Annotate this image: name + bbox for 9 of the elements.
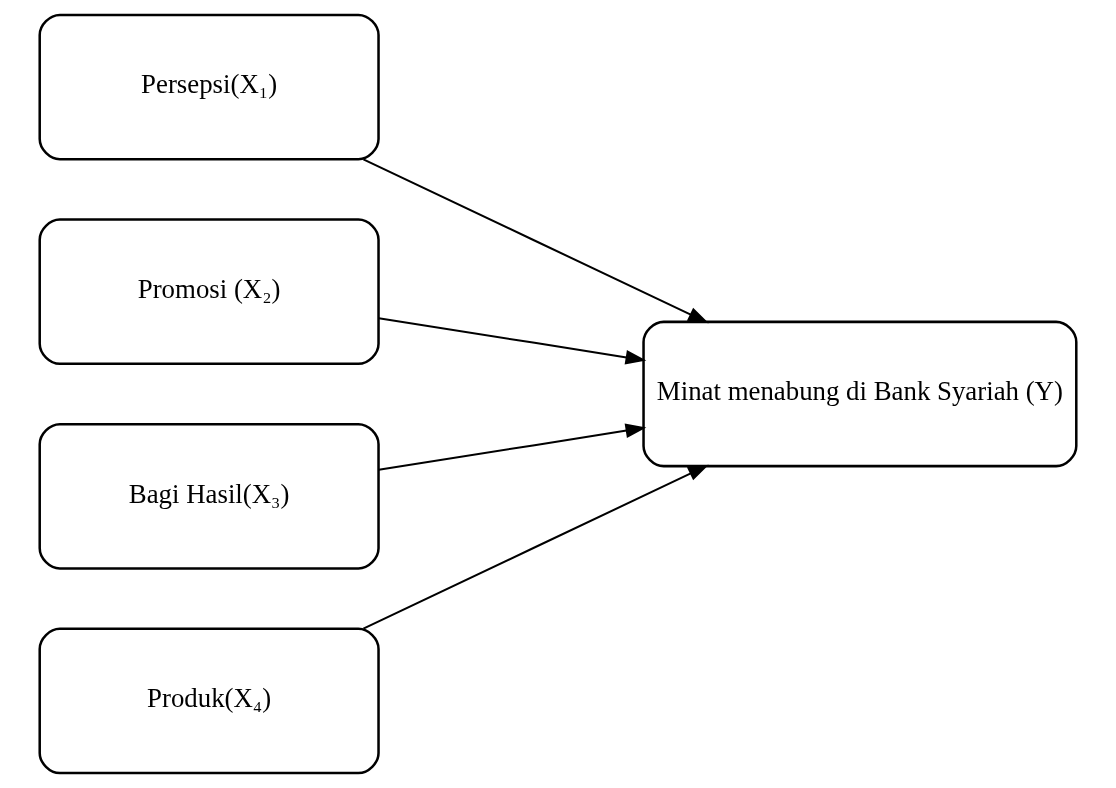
arrow	[363, 158, 709, 324]
node-box: Bagi Hasil(X₃)	[38, 422, 380, 570]
node-box: Persepsi(X₁)	[38, 13, 380, 161]
node-box: Minat menabung di Bank Syariah (Y)	[642, 320, 1078, 468]
node-box: Promosi (X₂)	[38, 218, 380, 366]
arrow	[378, 317, 647, 365]
arrow	[363, 464, 709, 630]
node-box: Produk(X₄)	[38, 627, 380, 775]
arrow	[378, 423, 647, 471]
